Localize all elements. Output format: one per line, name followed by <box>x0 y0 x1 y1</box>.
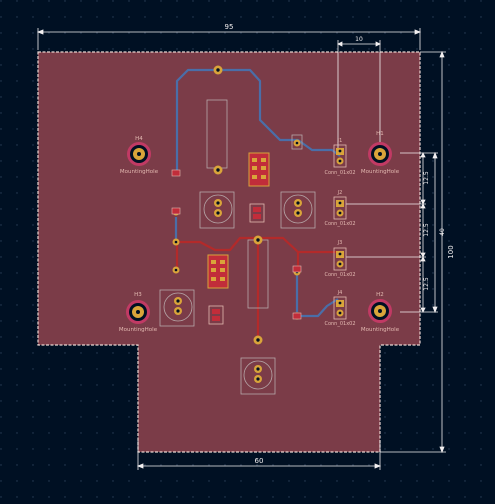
connector-j3-value: Conn_01x02 <box>324 272 355 278</box>
connector-j2-value: Conn_01x02 <box>324 221 355 227</box>
transistor-q1[interactable] <box>203 194 233 224</box>
dimension-pitch-b-label: 12.5 <box>423 223 430 237</box>
mounting-hole-h1-value: MountingHole <box>361 169 400 175</box>
dimension-pitch-c-label: 12.5 <box>423 277 430 291</box>
smd-markers[interactable] <box>171 169 302 320</box>
connector-j2[interactable] <box>333 196 347 220</box>
connector-j3[interactable] <box>333 247 347 271</box>
dimension-width-bottom[interactable] <box>136 440 382 470</box>
connector-j3-ref: J3 <box>337 240 343 246</box>
component-outlines <box>159 99 316 395</box>
mounting-hole-h4-ref: H4 <box>135 136 143 142</box>
dimension-width-top-label: 95 <box>225 23 234 31</box>
front-copper-tracks[interactable] <box>175 236 340 340</box>
mounting-hole-h4-value: MountingHole <box>120 169 159 175</box>
mounting-hole-h1-ref: H1 <box>376 131 384 137</box>
ic-u2[interactable] <box>207 254 229 289</box>
smd-resistor-r2[interactable] <box>208 305 224 325</box>
mounting-hole-h2[interactable] <box>368 299 392 323</box>
mounting-hole-h2-value: MountingHole <box>361 327 400 333</box>
mounting-hole-h2-ref: H2 <box>376 292 384 298</box>
dimension-width-bottom-label: 60 <box>255 457 264 465</box>
connector-j1[interactable] <box>333 144 347 168</box>
dimension-pitch[interactable] <box>346 152 426 313</box>
transistor-q2[interactable] <box>283 194 313 224</box>
dimension-height-mid-label: 40 <box>439 228 446 236</box>
tht-pad-holes <box>174 68 299 342</box>
mounting-hole-h4[interactable] <box>127 142 151 166</box>
dimension-width-top[interactable] <box>36 28 422 50</box>
transistor-q3[interactable] <box>163 292 193 322</box>
smd-resistor-r1[interactable] <box>249 203 265 223</box>
connector-j1-ref: J1 <box>337 138 343 144</box>
dimension-width-sub-label: 10 <box>355 36 363 43</box>
connector-j2-ref: J2 <box>337 190 343 196</box>
connector-j4-ref: J4 <box>337 290 343 296</box>
dimension-height-total-label: 100 <box>447 245 455 258</box>
dimension-height-mid[interactable] <box>400 151 438 314</box>
dimension-width-sub[interactable] <box>337 40 381 148</box>
connector-j4[interactable] <box>333 296 347 320</box>
connector-j4-value: Conn_01x02 <box>324 321 355 327</box>
mounting-hole-h1[interactable] <box>368 142 392 166</box>
mounting-hole-h3[interactable] <box>126 300 150 324</box>
connector-j1-value: Conn_01x02 <box>324 170 355 176</box>
mounting-hole-h3-ref: H3 <box>134 292 142 298</box>
dimension-height-total[interactable] <box>380 50 446 454</box>
back-copper-tracks[interactable] <box>174 68 341 318</box>
ic-u1[interactable] <box>248 152 270 187</box>
dimension-pitch-a-label: 12.5 <box>423 171 430 185</box>
transistor-q4[interactable] <box>243 360 273 390</box>
mounting-hole-h3-value: MountingHole <box>119 327 158 333</box>
